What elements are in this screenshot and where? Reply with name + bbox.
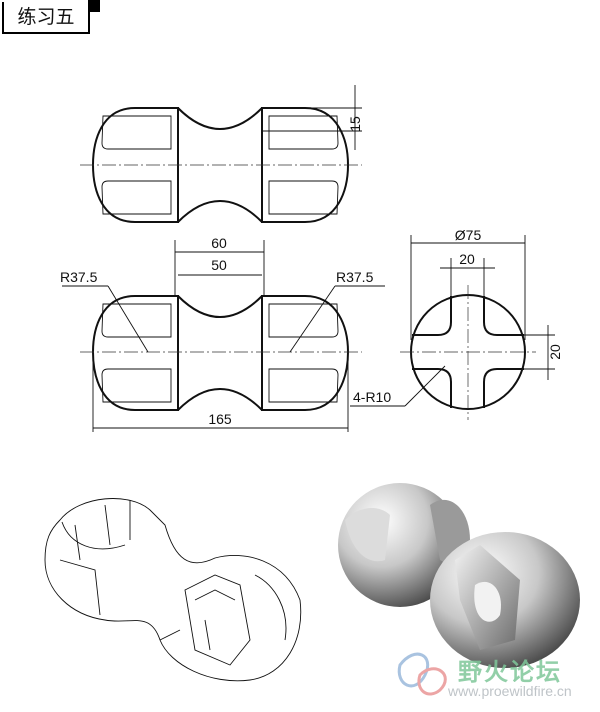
dim-r37-5-right: R37.5 — [336, 269, 374, 285]
watermark-name: 野火论坛 — [458, 658, 562, 686]
shaded-3d-view — [338, 483, 580, 668]
dim-15: 15 — [347, 116, 363, 132]
dim-4-r10: 4-R10 — [353, 389, 391, 405]
top-view — [80, 85, 362, 223]
watermark-url: www.proewildfire.cn — [448, 683, 572, 699]
side-view — [350, 235, 555, 420]
dim-165: 165 — [208, 411, 232, 427]
dim-50: 50 — [211, 257, 227, 273]
dim-diameter-75: Ø75 — [455, 227, 482, 243]
title-corner-mark — [88, 0, 100, 12]
watermark-logo-icon — [397, 652, 447, 696]
dim-20-vertical: 20 — [547, 344, 563, 360]
dim-r37-5-left: R37.5 — [60, 269, 98, 285]
front-view — [62, 240, 385, 432]
dim-60: 60 — [211, 235, 227, 251]
exercise-title: 练习五 — [2, 2, 90, 34]
dim-20-horizontal: 20 — [459, 251, 475, 267]
isometric-line-view — [44, 498, 302, 682]
